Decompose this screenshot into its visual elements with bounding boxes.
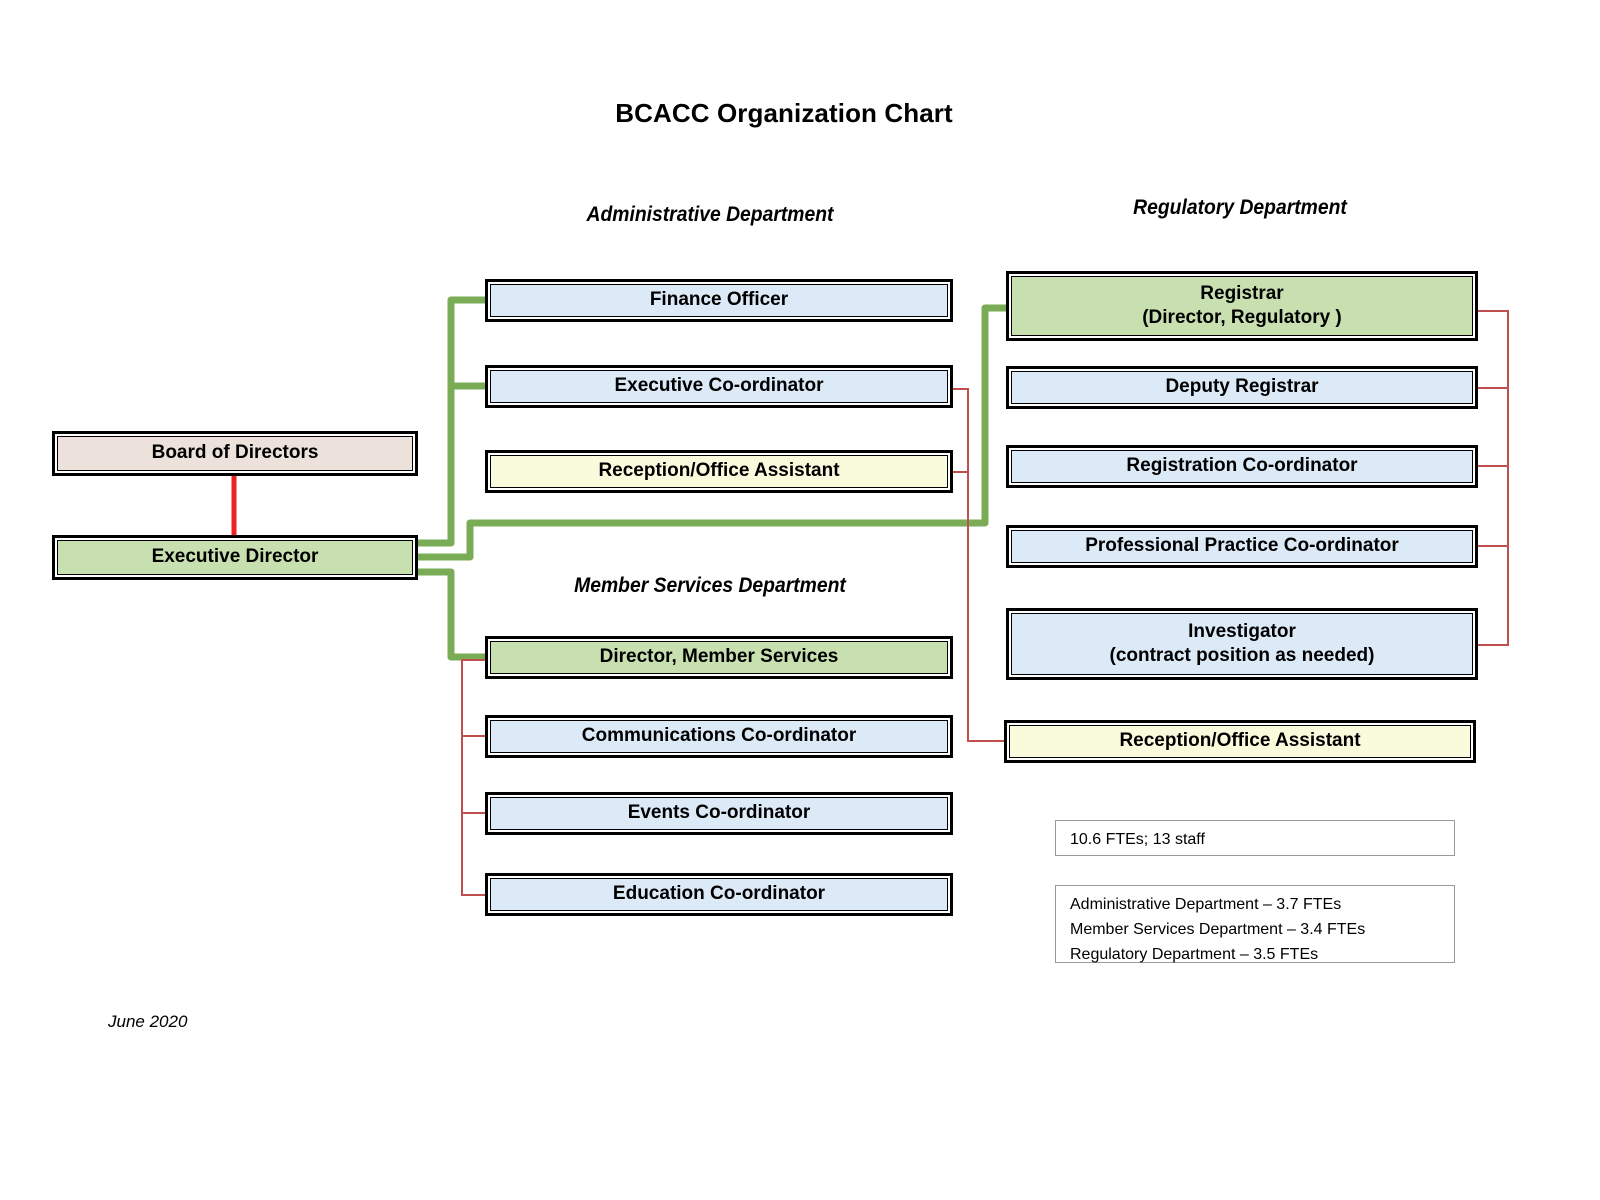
node-finance-officer[interactable]: Finance Officer	[485, 279, 953, 322]
node-education-coordinator-label: Education Co-ordinator	[490, 878, 948, 911]
node-regulatory-reception-office-assistant[interactable]: Reception/Office Assistant	[1004, 720, 1476, 763]
footer-date: June 2020	[108, 1012, 188, 1031]
note-department-ftes-line-1: Member Services Department – 3.4 FTEs	[1070, 920, 1366, 938]
page-title: BCACC Organization Chart	[615, 98, 953, 128]
node-registration-coordinator[interactable]: Registration Co-ordinator	[1006, 445, 1478, 488]
node-executive-director-label: Executive Director	[57, 540, 413, 575]
node-communications-coordinator-label: Communications Co-ordinator	[490, 720, 948, 753]
node-registrar-line1: Registrar	[1200, 282, 1284, 304]
node-communications-coordinator[interactable]: Communications Co-ordinator	[485, 715, 953, 758]
node-board-of-directors[interactable]: Board of Directors	[52, 431, 418, 476]
node-finance-officer-label: Finance Officer	[490, 284, 948, 317]
node-registrar-line2: (Director, Regulatory )	[1142, 307, 1342, 328]
node-registrar[interactable]: Registrar (Director, Regulatory )	[1006, 271, 1478, 341]
department-header-administrative: Administrative Department	[586, 203, 834, 226]
node-investigator-label: Investigator (contract position as neede…	[1011, 613, 1473, 675]
node-executive-director[interactable]: Executive Director	[52, 535, 418, 580]
node-professional-practice-coordinator-label: Professional Practice Co-ordinator	[1011, 530, 1473, 563]
note-department-ftes-line-0: Administrative Department – 3.7 FTEs	[1070, 896, 1342, 913]
node-registrar-label: Registrar (Director, Regulatory )	[1011, 276, 1473, 336]
node-regulatory-reception-office-assistant-label: Reception/Office Assistant	[1009, 725, 1471, 758]
node-board-of-directors-label: Board of Directors	[57, 436, 413, 471]
node-admin-reception-office-assistant-label: Reception/Office Assistant	[490, 455, 948, 488]
node-events-coordinator[interactable]: Events Co-ordinator	[485, 792, 953, 835]
department-header-regulatory: Regulatory Department	[1133, 196, 1347, 219]
note-department-ftes-line-2: Regulatory Department – 3.5 FTEs	[1070, 945, 1319, 963]
note-department-ftes: Administrative Department – 3.7 FTEs Mem…	[1055, 885, 1455, 963]
node-deputy-registrar[interactable]: Deputy Registrar	[1006, 366, 1478, 409]
node-deputy-registrar-label: Deputy Registrar	[1011, 371, 1473, 404]
node-executive-coordinator-label: Executive Co-ordinator	[490, 370, 948, 403]
node-director-member-services-label: Director, Member Services	[490, 641, 948, 674]
note-total-ftes: 10.6 FTEs; 13 staff	[1055, 820, 1455, 856]
node-investigator-line2: (contract position as needed)	[1109, 645, 1375, 666]
note-total-ftes-text: 10.6 FTEs; 13 staff	[1070, 831, 1205, 848]
node-admin-reception-office-assistant[interactable]: Reception/Office Assistant	[485, 450, 953, 493]
node-events-coordinator-label: Events Co-ordinator	[490, 797, 948, 830]
node-executive-coordinator[interactable]: Executive Co-ordinator	[485, 365, 953, 408]
node-investigator[interactable]: Investigator (contract position as neede…	[1006, 608, 1478, 680]
node-education-coordinator[interactable]: Education Co-ordinator	[485, 873, 953, 916]
node-professional-practice-coordinator[interactable]: Professional Practice Co-ordinator	[1006, 525, 1478, 568]
department-header-member-services: Member Services Department	[574, 574, 846, 597]
node-registration-coordinator-label: Registration Co-ordinator	[1011, 450, 1473, 483]
node-director-member-services[interactable]: Director, Member Services	[485, 636, 953, 679]
node-investigator-line1: Investigator	[1188, 620, 1296, 642]
